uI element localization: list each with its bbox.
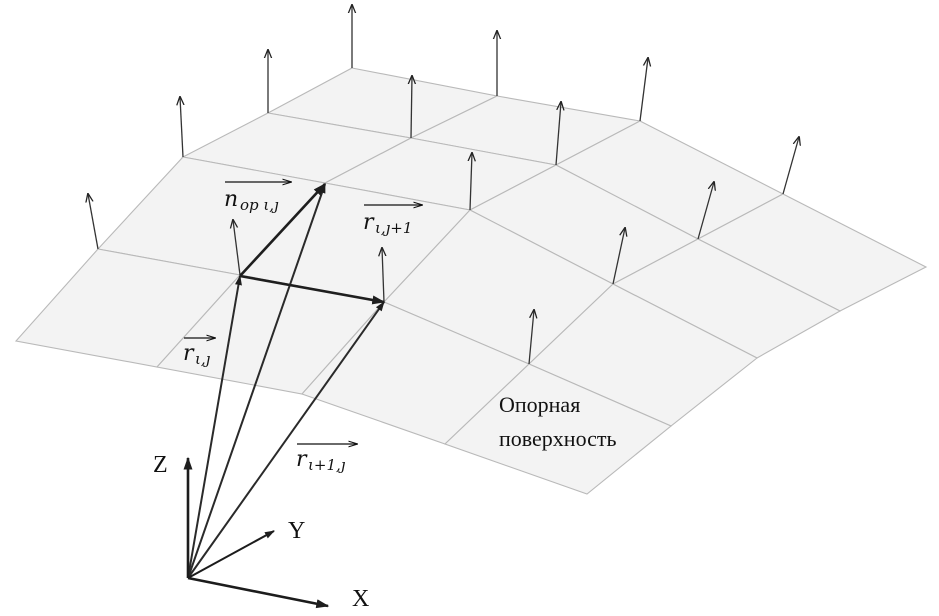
normal-arrow-icon	[782, 137, 799, 195]
label-r-ij: r ι,ȷ	[183, 338, 215, 368]
label-n-op: n op ι,ȷ	[224, 182, 291, 214]
position-vectors	[187, 183, 386, 579]
vector-r-ij	[187, 275, 242, 579]
surface-label-line2: поверхность	[499, 426, 617, 451]
surface-mesh	[14, 67, 928, 495]
x-axis	[187, 576, 330, 609]
label-n-sub: op ι,ȷ	[240, 196, 279, 214]
label-r-ij-main: r	[183, 341, 195, 366]
vector-r-ij1	[239, 274, 386, 305]
label-n-main: n	[224, 187, 238, 212]
normal-arrow-icon	[411, 76, 412, 139]
label-r-ij-sub: ι,ȷ	[195, 350, 211, 368]
normal-vectors	[88, 5, 799, 365]
label-r-i1j-main: r	[296, 447, 308, 472]
normal-arrow-icon	[233, 220, 241, 276]
vector-normal-tip	[187, 183, 326, 579]
normal-arrow-icon	[555, 102, 561, 166]
normal-arrow-icon	[639, 58, 648, 122]
x-axis-label: X	[352, 586, 369, 612]
z-axis-label: Z	[153, 452, 168, 478]
normal-arrow-icon	[180, 97, 183, 158]
normal-arrow-icon	[88, 194, 99, 250]
y-axis-label: Y	[288, 518, 305, 544]
normal-arrow-icon	[470, 153, 472, 211]
surface-label-line1: Опорная	[499, 392, 580, 417]
vector-r-i1j	[187, 301, 385, 579]
label-r-i1j-sub: ι+1,ȷ	[308, 456, 346, 474]
normal-arrow-icon	[612, 228, 625, 285]
label-r-ij1-main: r	[363, 210, 375, 235]
normal-arrow-icon	[697, 182, 714, 240]
label-r-ij1: r ι,ȷ+1	[363, 205, 422, 237]
vector-n-op	[239, 183, 326, 277]
label-r-ij1-sub: ι,ȷ+1	[375, 219, 412, 237]
normal-arrow-icon	[528, 310, 534, 365]
coordinate-axes: Z Y X	[153, 452, 369, 612]
normal-arrow-icon	[382, 248, 384, 303]
surface-cell	[443, 363, 673, 495]
label-r-i1j: r ι+1,ȷ	[296, 444, 357, 474]
y-axis	[187, 530, 275, 579]
